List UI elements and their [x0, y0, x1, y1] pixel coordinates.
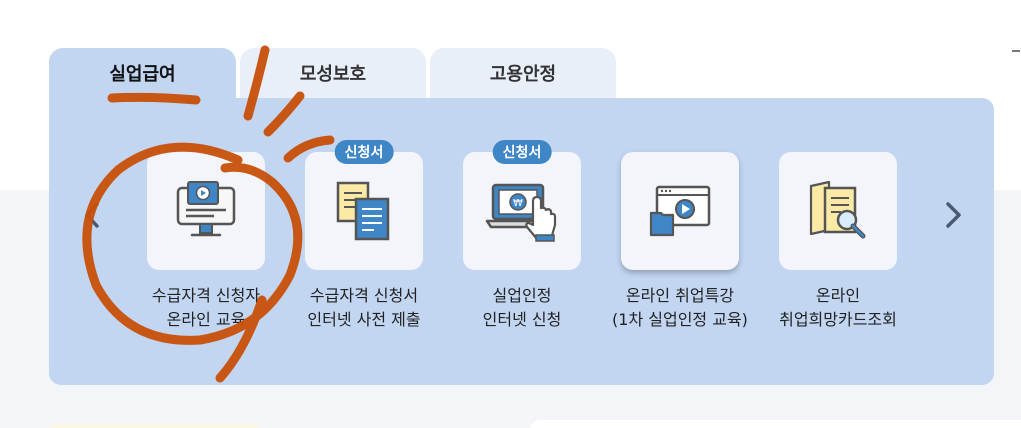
svg-text:₩: ₩	[513, 198, 523, 209]
application-badge: 신청서	[492, 140, 552, 164]
service-item-online-lecture[interactable]: 온라인 취업특강 (1차 실업인정 교육)	[595, 152, 765, 332]
tab-maternity-protection[interactable]: 모성보호	[240, 48, 426, 104]
video-window-icon	[649, 185, 711, 237]
service-tile	[621, 152, 739, 270]
service-label: 수급자격 신청서 인터넷 사전 제출	[307, 286, 421, 329]
service-item-online-education[interactable]: 수급자격 신청자 온라인 교육	[121, 152, 291, 332]
service-item-unemployment-recognition[interactable]: 신청서 ₩ 실업인정 인터넷 신청	[437, 140, 607, 332]
service-item-claim-prefiling[interactable]: 신청서 수급자격 신청서 인터넷 사전 제출	[279, 140, 449, 332]
tab-label: 고용안정	[489, 64, 557, 85]
service-label: 실업인정 인터넷 신청	[482, 286, 562, 329]
tab-employment-stability[interactable]: 고용안정	[430, 48, 616, 104]
service-label: 온라인 취업특강 (1차 실업인정 교육)	[612, 286, 748, 329]
background-card	[50, 424, 260, 428]
service-item-job-card-inquiry[interactable]: 온라인 취업희망카드조회	[753, 152, 923, 332]
document-search-icon	[809, 180, 866, 239]
chevron-left-icon	[85, 202, 99, 228]
background-card	[530, 420, 1021, 428]
service-tile	[779, 152, 897, 270]
carousel-next-button[interactable]	[942, 200, 966, 230]
application-badge: 신청서	[334, 140, 394, 164]
service-label: 수급자격 신청자 온라인 교육	[151, 286, 261, 329]
monitor-video-icon	[176, 181, 236, 237]
carousel-prev-button[interactable]	[80, 200, 104, 230]
tab-label: 실업급여	[109, 64, 176, 85]
service-tile	[147, 152, 265, 270]
chevron-right-icon	[946, 202, 961, 228]
tab-unemployment-benefit[interactable]: 실업급여	[49, 48, 236, 104]
edge-divider	[1012, 50, 1020, 52]
service-label: 온라인 취업희망카드조회	[779, 286, 897, 329]
service-tile: 신청서	[305, 140, 423, 270]
documents-icon	[336, 181, 390, 241]
service-tile: 신청서 ₩	[463, 140, 581, 270]
tab-label: 모성보호	[299, 64, 367, 85]
laptop-touch-icon: ₩	[485, 183, 557, 242]
